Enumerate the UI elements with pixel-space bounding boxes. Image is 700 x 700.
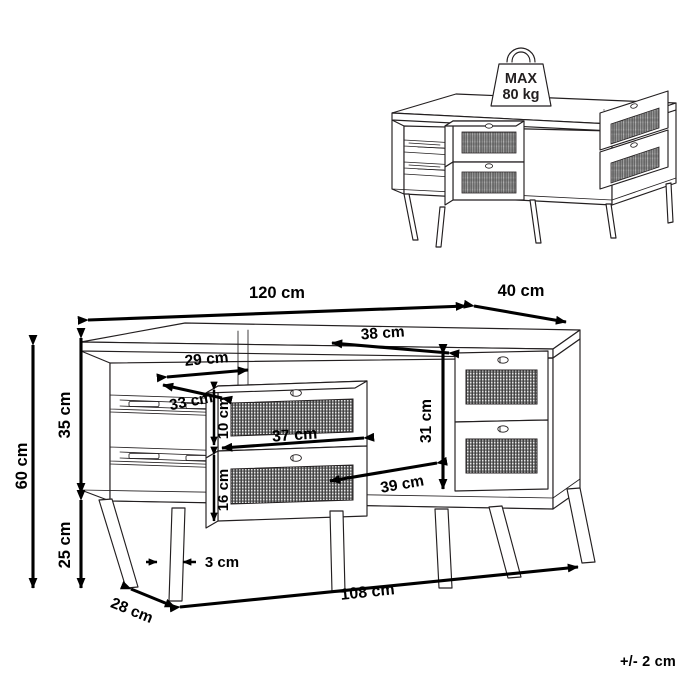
isometric-overview	[391, 47, 677, 248]
tolerance-note: +/- 2 cm	[619, 654, 676, 670]
dim-line-right-section-width	[331, 339, 460, 359]
dim-label-right-section-width: 38 cm	[360, 323, 405, 343]
dim-label-leg-thickness: 3 cm	[205, 554, 239, 571]
dim-label-overall-height: 60 cm	[13, 443, 31, 490]
dim-line-overall-depth	[463, 299, 567, 325]
dim-label-center-top-drawer-height: 10 cm	[215, 397, 232, 440]
dim-label-leg-span-width: 108 cm	[340, 581, 396, 604]
dim-label-center-bottom-drawer-height: 16 cm	[215, 469, 232, 512]
dim-label-overall-width: 120 cm	[249, 284, 305, 302]
dim-label-overall-depth: 40 cm	[498, 282, 545, 300]
dim-line-overall-width	[77, 301, 467, 325]
dim-line-leg-span-width	[169, 563, 579, 613]
dim-line-center-section-width	[329, 456, 448, 484]
max-load-line2: 80 kg	[502, 87, 539, 103]
dim-label-center-top-inner-width: 29 cm	[184, 349, 229, 370]
dim-label-center-drawer-width: 37 cm	[271, 425, 317, 445]
dim-label-right-drawer-height: 31 cm	[418, 399, 435, 443]
dim-line-center-drawer-width	[221, 432, 375, 452]
dim-line-leg-span-depth	[119, 580, 176, 609]
dim-label-leg-height: 25 cm	[56, 522, 74, 569]
dim-line-center-top-inner-width	[156, 366, 249, 383]
max-load-line1: MAX	[505, 71, 538, 87]
dim-label-leg-span-depth: 28 cm	[108, 595, 155, 627]
main-elevation-drawing	[80, 322, 596, 602]
dim-label-cabinet-height: 35 cm	[56, 392, 74, 439]
weight-icon	[490, 47, 552, 107]
